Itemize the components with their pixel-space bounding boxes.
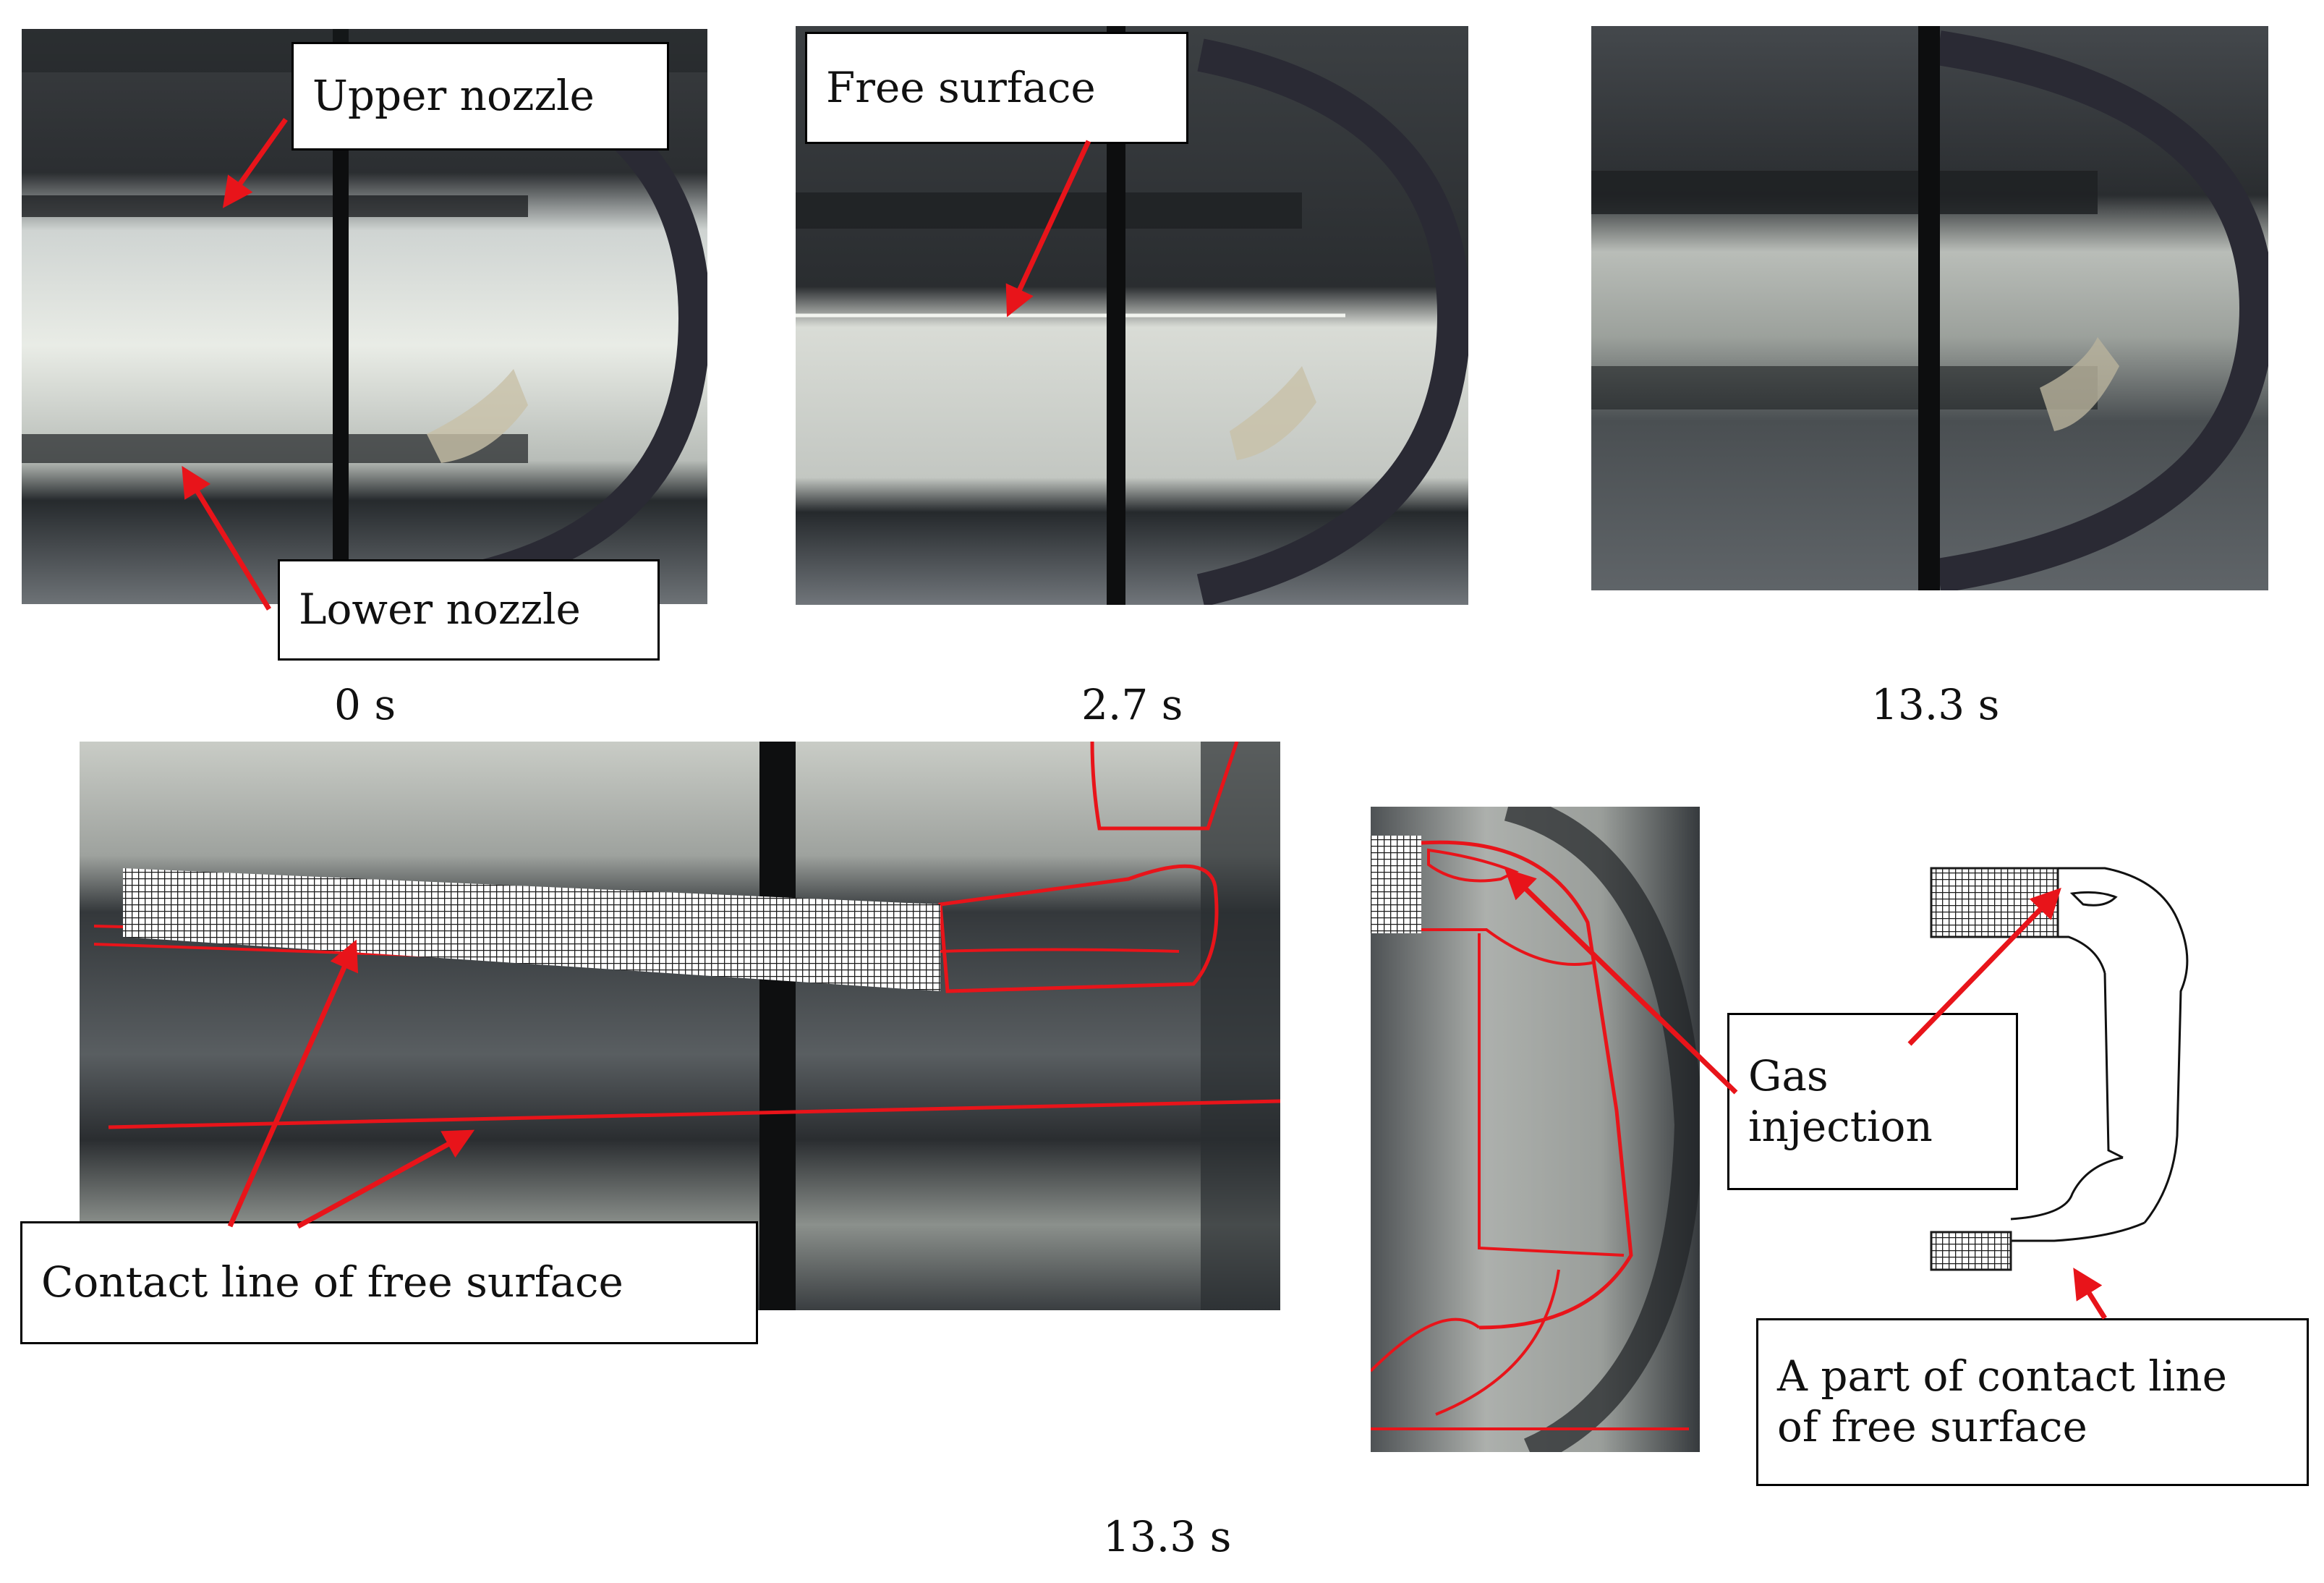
callout-contact-line: Contact line of free surface bbox=[20, 1221, 758, 1344]
callout-part-text-2: of free surface bbox=[1777, 1402, 2087, 1451]
photo-13-3s bbox=[1591, 26, 2268, 590]
hatched-nozzle bbox=[123, 868, 940, 991]
time-label-0s: 0 s bbox=[334, 680, 396, 729]
time-label-13-3s-top: 13.3 s bbox=[1871, 680, 2000, 729]
photo-13-3s-image bbox=[1591, 26, 2268, 590]
callout-lower-nozzle: Lower nozzle bbox=[278, 559, 660, 661]
callout-part-text-1: A part of contact line bbox=[1777, 1351, 2227, 1401]
callout-part-contact-line: A part of contact line of free surface bbox=[1756, 1318, 2309, 1486]
time-label-2-7s: 2.7 s bbox=[1081, 680, 1183, 729]
time-label-13-3s-bottom: 13.3 s bbox=[1103, 1512, 1232, 1561]
schematic-upper-nozzle bbox=[1930, 867, 2059, 938]
callout-upper-nozzle: Upper nozzle bbox=[291, 42, 669, 150]
callout-gas-text-1: Gas bbox=[1748, 1051, 1829, 1100]
callout-lower-nozzle-text: Lower nozzle bbox=[299, 585, 581, 635]
callout-free-surface: Free surface bbox=[805, 32, 1188, 144]
callout-gas-text-2: injection bbox=[1748, 1101, 1933, 1151]
photo-zoom-narrow bbox=[1371, 807, 1700, 1452]
callout-free-surface-text: Free surface bbox=[826, 62, 1096, 112]
callout-contact-line-text: Contact line of free surface bbox=[41, 1257, 623, 1307]
callout-upper-nozzle-text: Upper nozzle bbox=[312, 71, 595, 121]
schematic-lower-nozzle bbox=[1930, 1231, 2012, 1271]
callout-gas-injection: Gas injection bbox=[1727, 1013, 2018, 1190]
photo-zoom-narrow-image bbox=[1371, 807, 1700, 1452]
